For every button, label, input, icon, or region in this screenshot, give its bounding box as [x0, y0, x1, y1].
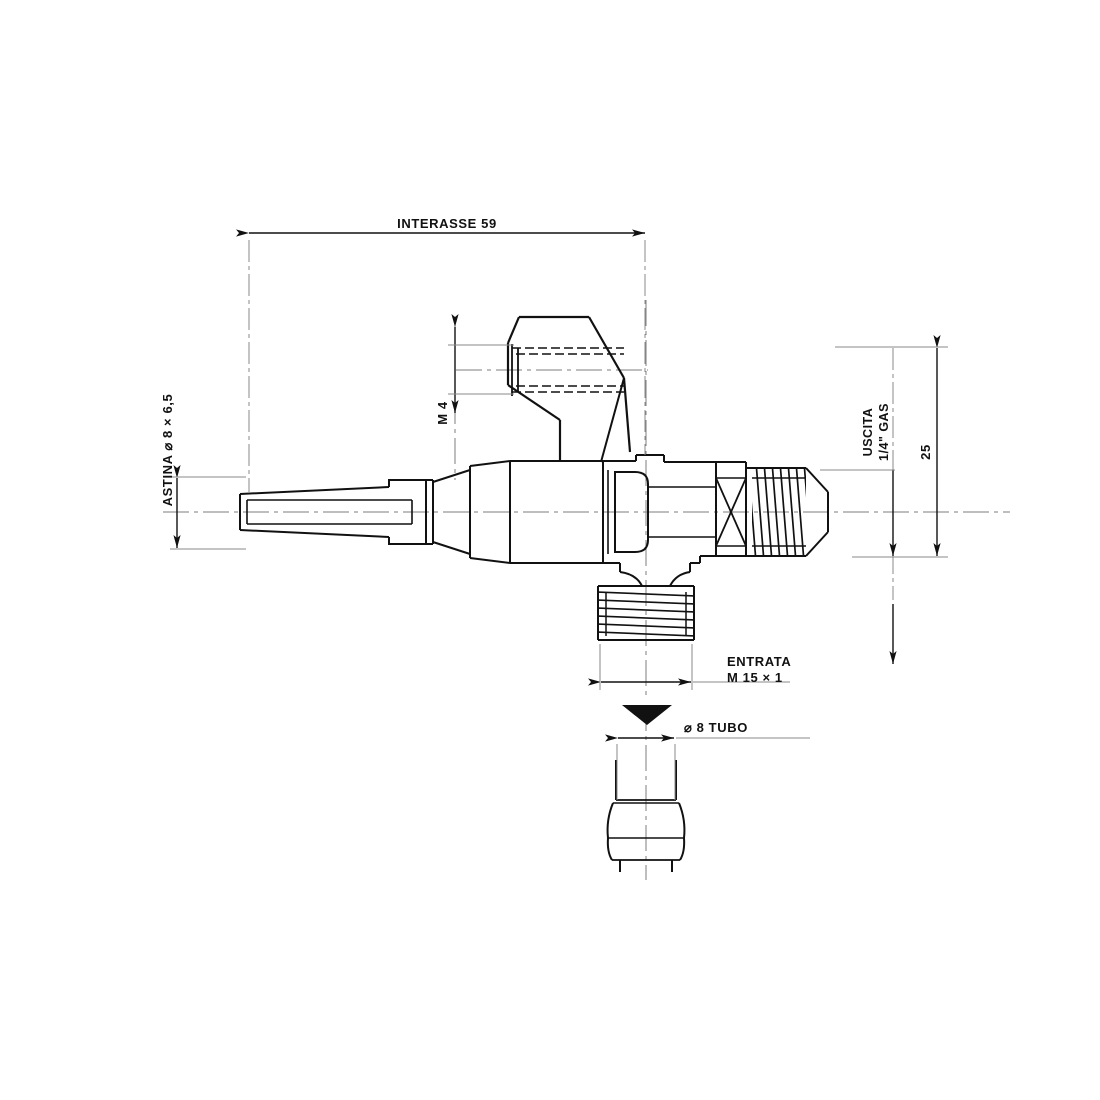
stem-bottom-edge	[239, 529, 390, 538]
bonnet-upper-shoulder	[469, 460, 511, 467]
dimension-astina	[170, 465, 246, 550]
valve-body-geometry	[239, 454, 829, 587]
tube-flare-right	[678, 802, 686, 839]
body-bottom-right-fillet	[669, 571, 691, 587]
hex-cross-hatch	[716, 478, 746, 546]
tube-detail	[606, 760, 686, 872]
interasse-label: INTERASSE 59	[397, 216, 497, 231]
bottom-inlet-port	[597, 585, 695, 641]
gland-rounded-profile	[614, 471, 649, 553]
dimension-height-25	[835, 335, 948, 558]
tube-pointer-triangle	[622, 705, 672, 725]
tube-bottom-right	[679, 837, 686, 861]
flare-cone-bottom	[805, 531, 829, 557]
lever-right-outer-edge	[622, 377, 632, 453]
lever-left-upper-edge	[506, 316, 521, 344]
stem-step-bottom	[388, 537, 426, 545]
flare-cone-top	[805, 467, 829, 493]
lever-m4-bore-hidden-lines	[512, 347, 624, 393]
bonnet-lower-shoulder	[469, 557, 511, 564]
dimension-tubo	[605, 734, 810, 800]
lever-bore-mouth	[511, 344, 519, 396]
uscita-label-line1: USCITA	[861, 408, 875, 457]
body-bottom-left-fillet	[619, 571, 643, 587]
tube-bottom-left	[606, 837, 613, 861]
astina-label: ASTINA ⌀ 8 × 6,5	[160, 394, 175, 507]
entrata-label-line1: ENTRATA	[727, 654, 791, 669]
outlet-thread-lines	[752, 468, 806, 556]
tubo-label: ⌀ 8 TUBO	[684, 720, 748, 735]
tube-flare-left	[606, 802, 614, 839]
dimension-m4	[448, 314, 514, 413]
dimension-interasse	[236, 229, 646, 492]
lever-left-diagonal	[507, 384, 561, 421]
height25-label: 25	[918, 444, 933, 460]
hex-cross-2	[716, 478, 746, 546]
packing-taper-bottom	[432, 541, 471, 555]
entrata-label-line2: M 15 × 1	[727, 670, 783, 685]
m4-label: M 4	[435, 401, 450, 425]
dimension-entrata	[588, 644, 790, 690]
stem-step-top	[388, 479, 426, 487]
dimension-uscita	[820, 348, 897, 664]
packing-taper-top	[432, 469, 471, 483]
inlet-thread-lines	[598, 591, 694, 637]
uscita-label-line2: 1/4" GAS	[877, 403, 891, 461]
stem-top-edge	[239, 486, 390, 495]
